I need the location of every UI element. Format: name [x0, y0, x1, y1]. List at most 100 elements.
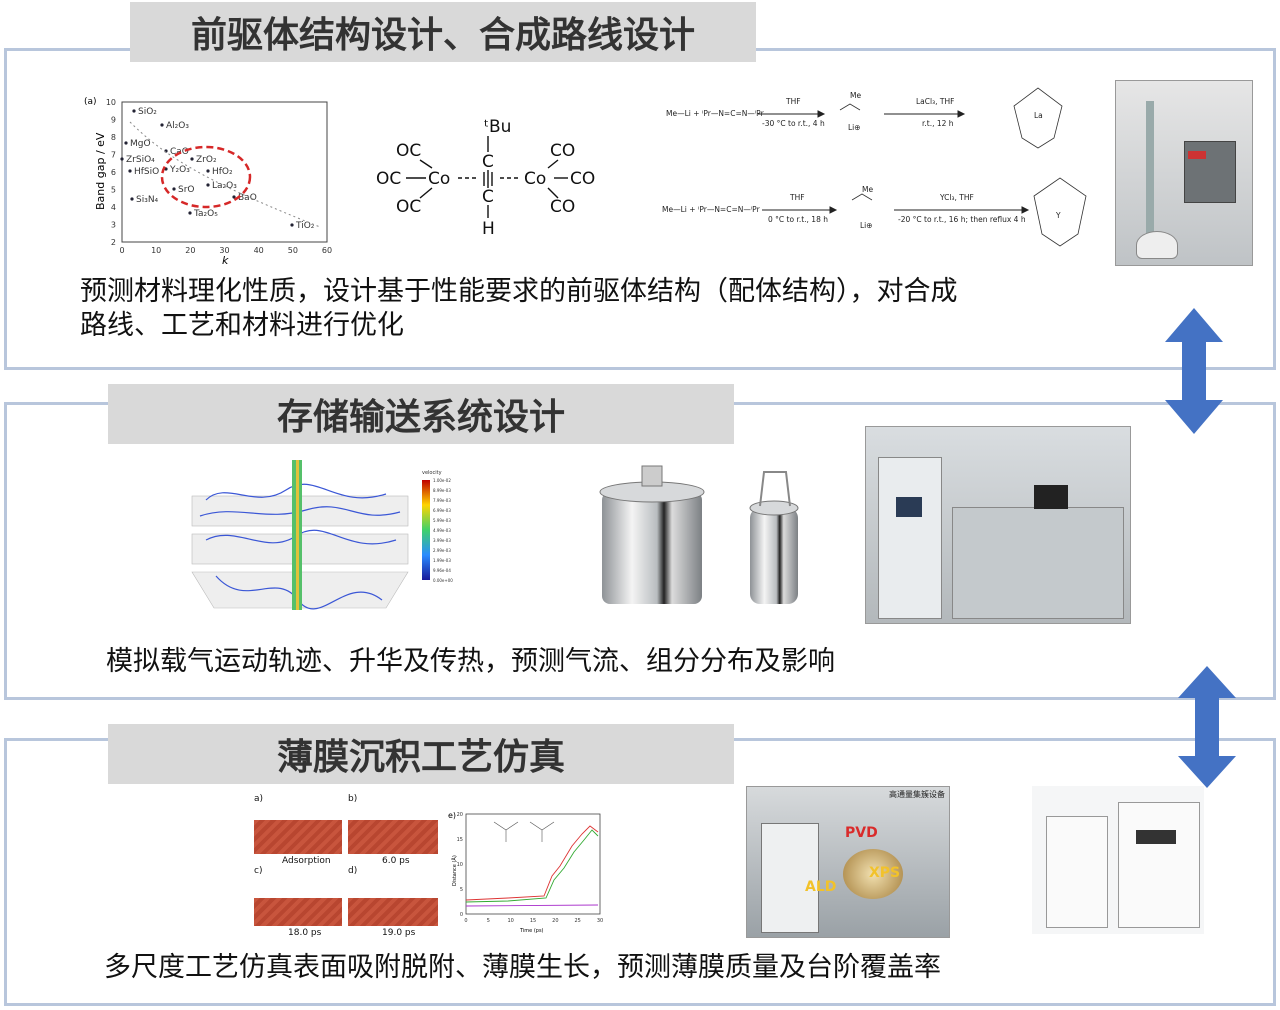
meli-top: Me—Li + — [666, 109, 700, 118]
bandgap-label: HfO₂ — [212, 167, 233, 177]
h-label: H — [482, 219, 495, 238]
double-arrow-bottom — [1178, 666, 1236, 788]
distance-x-tick: 20 — [552, 918, 558, 924]
bandgap-x-tick: 0 — [119, 246, 124, 255]
highlight-circle — [160, 145, 252, 209]
cobalt-molecule: ᵗBu OC OC OC Co C C H Co CO CO CO — [376, 117, 595, 238]
colorbar-tick: 6.99e-03 — [433, 508, 451, 513]
distance-x-tick: 5 — [487, 918, 490, 924]
carbodiimide-top: ⁱPr—N=C=N—ⁱPr — [702, 109, 765, 118]
tbu-label: ᵗBu — [484, 117, 511, 137]
bandgap-label: ZrO₂ — [196, 155, 217, 165]
bandgap-point — [188, 211, 192, 215]
bandgap-label: Y₂O₃ — [169, 165, 190, 175]
bandgap-point — [124, 141, 128, 145]
bandgap-y-tick: 10 — [106, 98, 116, 107]
bandgap-label: Si₃N₄ — [136, 195, 159, 205]
bandgap-point — [120, 157, 124, 161]
bandgap-x-tick: 10 — [151, 246, 161, 255]
canister-large — [602, 492, 702, 604]
trend-curve — [129, 121, 321, 228]
distance-x-tick: 0 — [464, 918, 467, 924]
md-panel-d: d) 19.0 ps — [348, 866, 438, 938]
colorbar-tick: 3.99e-03 — [433, 538, 451, 543]
ycl3-label: YCl₃, THF — [939, 193, 974, 202]
reactor-photo — [1115, 80, 1253, 266]
md-tag-a: a) — [254, 794, 264, 804]
distance-y-tick: 5 — [460, 887, 463, 893]
distance-ylabel: Distance (Å) — [451, 855, 458, 886]
carbodiimide-bot: ⁱPr—N=C=N—ⁱPr — [698, 205, 761, 214]
md-panel-a: a) Adsorption — [254, 794, 342, 866]
thf-bot: THF — [789, 193, 805, 202]
md-tag-d: d) — [348, 866, 358, 876]
bandgap-label: TiO₂ — [295, 221, 315, 231]
bandgap-point — [206, 169, 210, 173]
co-label-3: CO — [550, 197, 575, 217]
bandgap-x-tick: 40 — [254, 246, 264, 255]
bandgap-x-tick: 60 — [322, 246, 332, 255]
md-caption-a: Adsorption — [282, 856, 331, 866]
bandgap-label: La₂O₃ — [212, 181, 237, 191]
distance-x-tick: 25 — [574, 918, 580, 924]
bandgap-label: SiO₂ — [138, 107, 157, 117]
co-atom-left: Co — [428, 169, 450, 189]
md-caption-b: 6.0 ps — [382, 856, 410, 866]
bandgap-point — [206, 183, 210, 187]
distance-series-green — [465, 829, 599, 903]
distance-series-purple — [465, 904, 599, 907]
bandgap-y-tick: 9 — [111, 116, 116, 125]
distance-x-tick: 30 — [597, 918, 603, 924]
synthesis-scheme: Me—Li + ⁱPr—N=C=N—ⁱPr THF -30 °C to r.t.… — [662, 87, 1087, 247]
co-label-2: CO — [570, 169, 595, 189]
colorbar-tick: 7.99e-03 — [433, 498, 451, 503]
bandgap-panel-label: (a) — [84, 97, 97, 107]
colorbar-tick: 5.99e-03 — [433, 518, 451, 523]
distance-tag: e) — [448, 811, 456, 820]
delivery-system-photo — [865, 426, 1131, 624]
thf-top: THF — [785, 97, 801, 106]
bandgap-y-tick: 2 — [111, 238, 116, 247]
la-center: La — [1034, 111, 1043, 120]
colorbar — [422, 480, 430, 580]
bandgap-y-tick: 7 — [111, 151, 116, 160]
bandgap-y-tick: 5 — [111, 186, 116, 195]
bandgap-label: HfSiO — [134, 167, 159, 177]
colorbar-tick: 1.99e-03 — [433, 558, 451, 563]
distance-y-tick: 15 — [457, 837, 463, 843]
c-label-2: C — [482, 187, 494, 207]
y-center: Y — [1055, 211, 1061, 220]
cond-top: -30 °C to r.t., 4 h — [762, 119, 825, 128]
cluster-equipment-photo: 高通量集簇设备 PVD ALD XPS — [746, 786, 950, 938]
bandgap-label: Al₂O₃ — [166, 121, 189, 131]
double-arrow-top — [1165, 308, 1223, 434]
bandgap-y-tick: 3 — [111, 221, 116, 230]
li-bot: Li⊕ — [860, 221, 873, 230]
deposition-tool-photo — [1032, 786, 1204, 934]
label-ald: ALD — [805, 879, 837, 895]
me-int-top: Me — [850, 91, 861, 100]
section1-title: 前驱体结构设计、合成路线设计 — [130, 2, 756, 62]
label-pvd: PVD — [845, 825, 878, 841]
distance-xlabel: Time (ps) — [519, 928, 544, 934]
cfd-simulation: velocity 1.00e-028.99e-037.99e-036.99e-0… — [186, 460, 476, 622]
distance-y-tick: 0 — [460, 912, 463, 918]
bandgap-point — [172, 187, 176, 191]
distance-y-tick: 20 — [457, 812, 463, 818]
lacl3-label: LaCl₃, THF — [916, 97, 954, 106]
bandgap-xlabel: k — [222, 254, 229, 267]
bandgap-x-tick: 30 — [219, 246, 229, 255]
li-top: Li⊕ — [848, 123, 861, 132]
bandgap-y-tick: 8 — [111, 133, 116, 142]
bandgap-y-tick: 6 — [111, 168, 116, 177]
colorbar-tick: 8.99e-03 — [433, 488, 451, 493]
section1-description-line1: 预测材料理化性质，设计基于性能要求的前驱体结构（配体结构），对合成 — [80, 276, 958, 307]
colorbar-tick: 4.99e-03 — [433, 528, 451, 533]
bandgap-label: ZrSiO₄ — [126, 155, 155, 165]
label-xps: XPS — [869, 865, 901, 881]
colorbar-tick: 1.00e-02 — [433, 478, 451, 483]
